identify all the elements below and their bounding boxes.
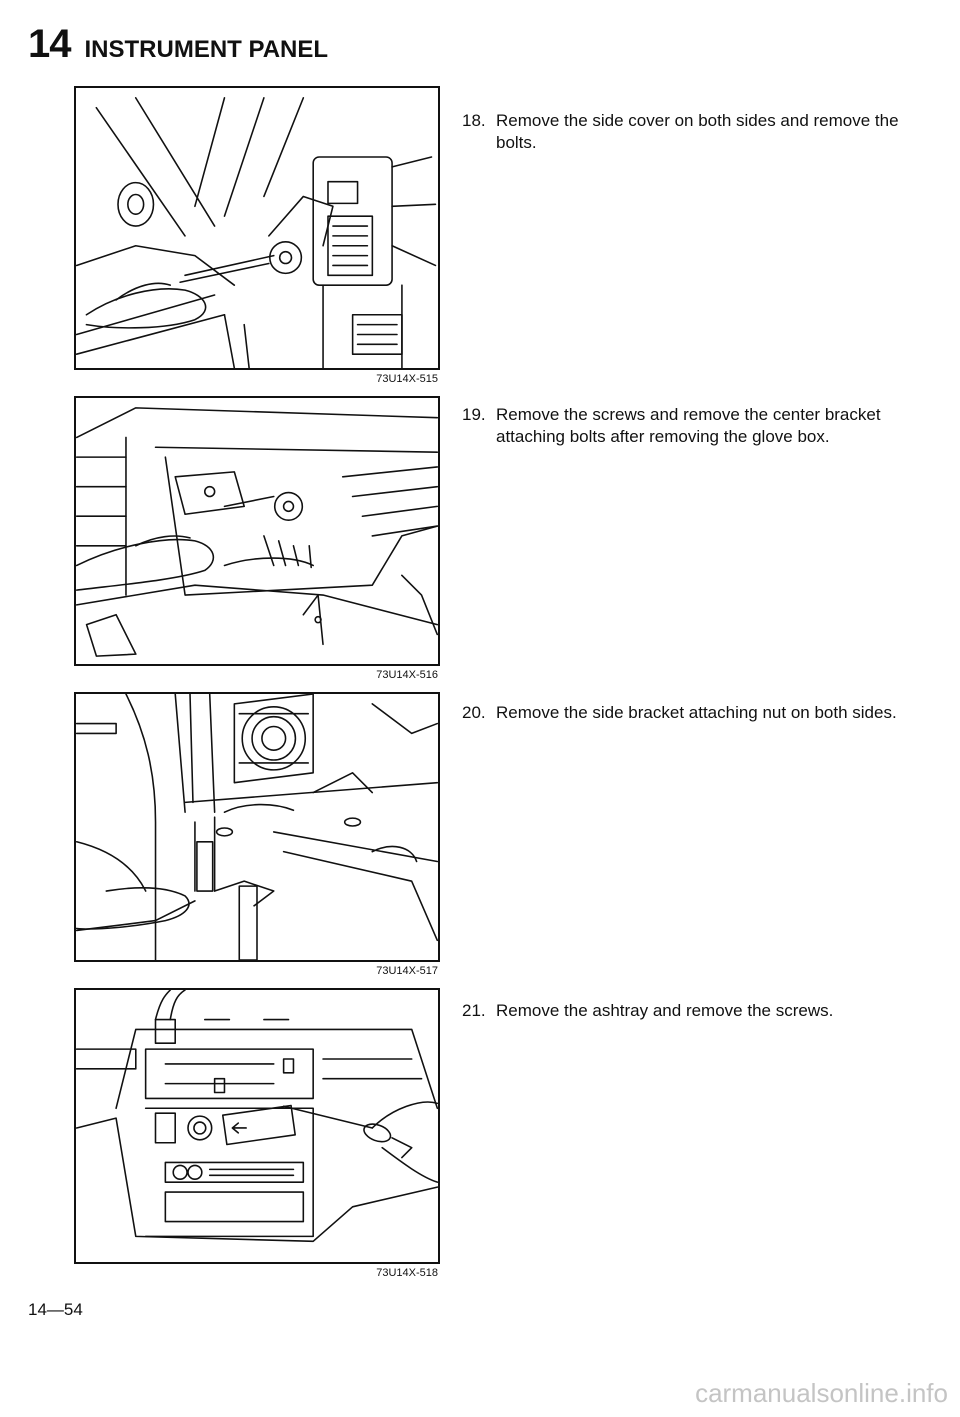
step-number: 18. [462, 111, 486, 130]
illustration-center-bracket-bolts [74, 396, 440, 666]
chapter-number: 14 [28, 22, 71, 66]
step-text: Remove the side cover on both sides and … [496, 111, 899, 152]
illustration-side-cover-bolts [74, 86, 440, 370]
illustration-side-bracket-nut [74, 692, 440, 962]
step-text: Remove the side bracket attaching nut on… [496, 703, 897, 722]
step-20: 20. Remove the side bracket attaching nu… [462, 702, 902, 724]
step-number: 20. [462, 703, 486, 722]
page-number: 14—54 [28, 1300, 83, 1319]
step-number: 19. [462, 405, 486, 424]
step-number: 21. [462, 1001, 486, 1020]
figure-4: 73U14X-518 [74, 988, 440, 1279]
figure-2: 73U14X-516 [74, 396, 440, 681]
figure-code: 73U14X-518 [376, 1267, 438, 1279]
step-text: Remove the ashtray and remove the screws… [496, 1001, 834, 1020]
figure-code: 73U14X-516 [376, 669, 438, 681]
watermark: carmanualsonline.info [695, 1378, 948, 1408]
page-header: 14 INSTRUMENT PANEL [28, 22, 328, 67]
step-text: Remove the screws and remove the center … [496, 405, 881, 446]
figure-1: 73U14X-515 [74, 86, 440, 385]
chapter-title: INSTRUMENT PANEL [84, 36, 329, 63]
step-21: 21. Remove the ashtray and remove the sc… [462, 1000, 902, 1022]
step-19: 19. Remove the screws and remove the cen… [462, 404, 902, 448]
figure-code: 73U14X-517 [376, 965, 438, 977]
step-18: 18. Remove the side cover on both sides … [462, 110, 902, 154]
figure-3: 73U14X-517 [74, 692, 440, 977]
figure-code: 73U14X-515 [376, 373, 438, 385]
illustration-ashtray-screws [74, 988, 440, 1264]
